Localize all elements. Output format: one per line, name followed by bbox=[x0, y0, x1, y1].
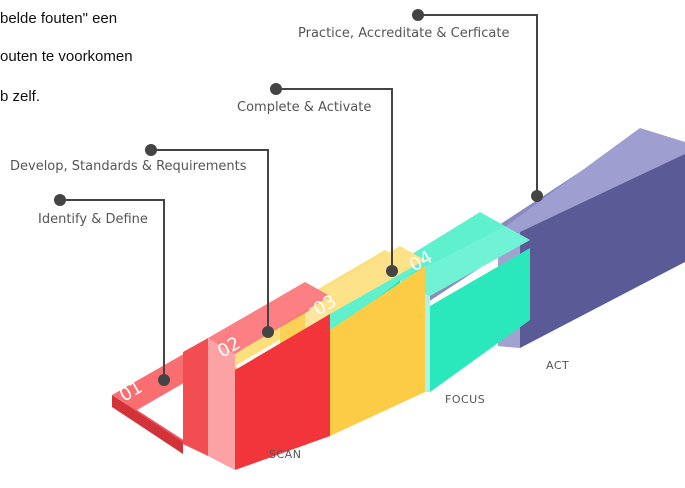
background-text-line-3: b zelf. bbox=[0, 88, 41, 105]
phase-label-act: ACT bbox=[546, 359, 570, 372]
connector-start-dot-02 bbox=[145, 144, 157, 156]
connector-line-02 bbox=[151, 149, 269, 332]
connector-end-dot-02 bbox=[262, 326, 274, 338]
connector-line-04 bbox=[418, 14, 538, 196]
connector-start-dot-03 bbox=[270, 83, 282, 95]
background-text-line-2: outen te voorkomen bbox=[0, 48, 133, 65]
phase-label-focus: FOCUS bbox=[445, 393, 486, 406]
step-label-04: Practice, Accreditate & Cerficate bbox=[298, 26, 510, 41]
step-label-02: Develop, Standards & Requirements bbox=[10, 159, 247, 174]
connector-end-dot-04 bbox=[531, 190, 543, 202]
connector-line-03 bbox=[276, 88, 393, 271]
step-label-03: Complete & Activate bbox=[237, 100, 372, 115]
connector-end-dot-01 bbox=[158, 374, 170, 386]
step-label-01: Identify & Define bbox=[38, 212, 148, 227]
phase-label-scan: SCAN bbox=[269, 448, 302, 461]
connector-start-dot-01 bbox=[54, 194, 66, 206]
connector-start-dot-04 bbox=[412, 9, 424, 21]
block-01 bbox=[112, 282, 330, 470]
background-text-line-1: belde fouten" een bbox=[0, 10, 118, 27]
connector-end-dot-03 bbox=[386, 265, 398, 277]
connector-line-01 bbox=[60, 199, 165, 380]
